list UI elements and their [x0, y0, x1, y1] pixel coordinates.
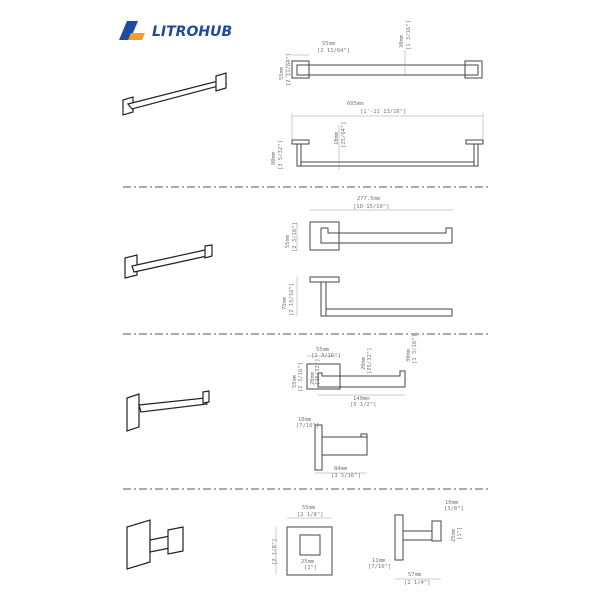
- dim-label: [2 3/16"]: [298, 362, 304, 392]
- dim-label: 57mm: [408, 572, 422, 578]
- dim-label: 140mm: [353, 396, 370, 402]
- dim-label: 10mm: [298, 417, 312, 423]
- towel-bar-top-view: [285, 50, 483, 79]
- dim-label: 605mm: [347, 101, 364, 107]
- dim-label: [2 3/16"]: [292, 222, 298, 252]
- dim-label: [2 1/8"]: [297, 512, 324, 518]
- dim-label: [1 3/16"]: [412, 334, 418, 364]
- dim-label: [25/32"]: [367, 348, 373, 375]
- dim-label: 55mm: [322, 41, 336, 47]
- dim-label: [25/64"]: [341, 122, 347, 149]
- dim-label: 55mm: [279, 66, 285, 80]
- dim-label: 84mm: [334, 466, 348, 472]
- dim-label: [2 1/4"]: [404, 580, 431, 586]
- dim-label: 55mm: [316, 347, 330, 353]
- dim-label: 75mm: [282, 296, 288, 310]
- dim-label: [5 1/2"]: [350, 402, 377, 408]
- dim-label: 80mm: [271, 151, 277, 165]
- dim-label: 55mm: [292, 374, 298, 388]
- towel-ring-front-view: [296, 209, 453, 251]
- dim-label: [1 3/16"]: [406, 20, 412, 50]
- dim-label: 55mm: [302, 505, 316, 511]
- dim-label: 11mm: [372, 558, 386, 564]
- dim-label: 277.5mm: [357, 196, 381, 202]
- dim-label: [1"]: [304, 565, 317, 571]
- dim-label: [3/8"]: [444, 506, 464, 512]
- paper-holder-front-view: [306, 355, 406, 396]
- paper-holder-product-sketch: [126, 390, 210, 432]
- paper-holder-side-view: [314, 424, 368, 474]
- dim-label: [2 1/8"]: [272, 539, 278, 566]
- dim-label: 25mm: [451, 528, 457, 542]
- dim-label: [2 3/16"]: [311, 353, 341, 359]
- towel-ring-product-sketch: [124, 244, 213, 279]
- robe-hook-product-sketch: [126, 519, 184, 570]
- dim-label: [25/32"]: [315, 359, 321, 386]
- dim-label: 30mm: [406, 348, 412, 362]
- logo-mark-orange: [128, 33, 145, 40]
- dim-label: 55mm: [285, 234, 291, 248]
- brand-logo: LITROHUB: [119, 21, 232, 40]
- dim-label: 30mm: [399, 34, 405, 48]
- dim-label: 20mm: [361, 356, 367, 370]
- dim-label: 20mm: [310, 371, 316, 385]
- dim-label: [7/16"]: [296, 423, 319, 429]
- dim-label: [1"]: [457, 527, 463, 540]
- dim-label: [1'-11 13/16"]: [360, 109, 406, 115]
- dim-label: 10mm: [334, 131, 340, 145]
- towel-bar-front-view: [291, 113, 484, 170]
- towel-ring-side-view: [296, 276, 453, 317]
- dim-label: [2 11/64"]: [317, 48, 350, 54]
- brand-name: LITROHUB: [152, 24, 232, 40]
- dim-label: [3 5/32"]: [278, 140, 284, 170]
- dim-label: [2 15/16"]: [289, 283, 295, 316]
- dim-label: 10mm: [445, 500, 459, 506]
- robe-hook-side-view: [394, 514, 442, 580]
- dim-label: 25mm: [301, 559, 315, 565]
- dim-label: [10 15/16"]: [353, 204, 389, 210]
- dim-label: [3 5/16"]: [331, 473, 361, 479]
- dim-label: [2 11/64"]: [286, 53, 292, 86]
- robe-hook-front-view: [275, 517, 333, 576]
- logo-mark-blue: [119, 21, 138, 40]
- dim-label: [7/16"]: [368, 564, 391, 570]
- towel-bar-product-sketch: [122, 72, 228, 116]
